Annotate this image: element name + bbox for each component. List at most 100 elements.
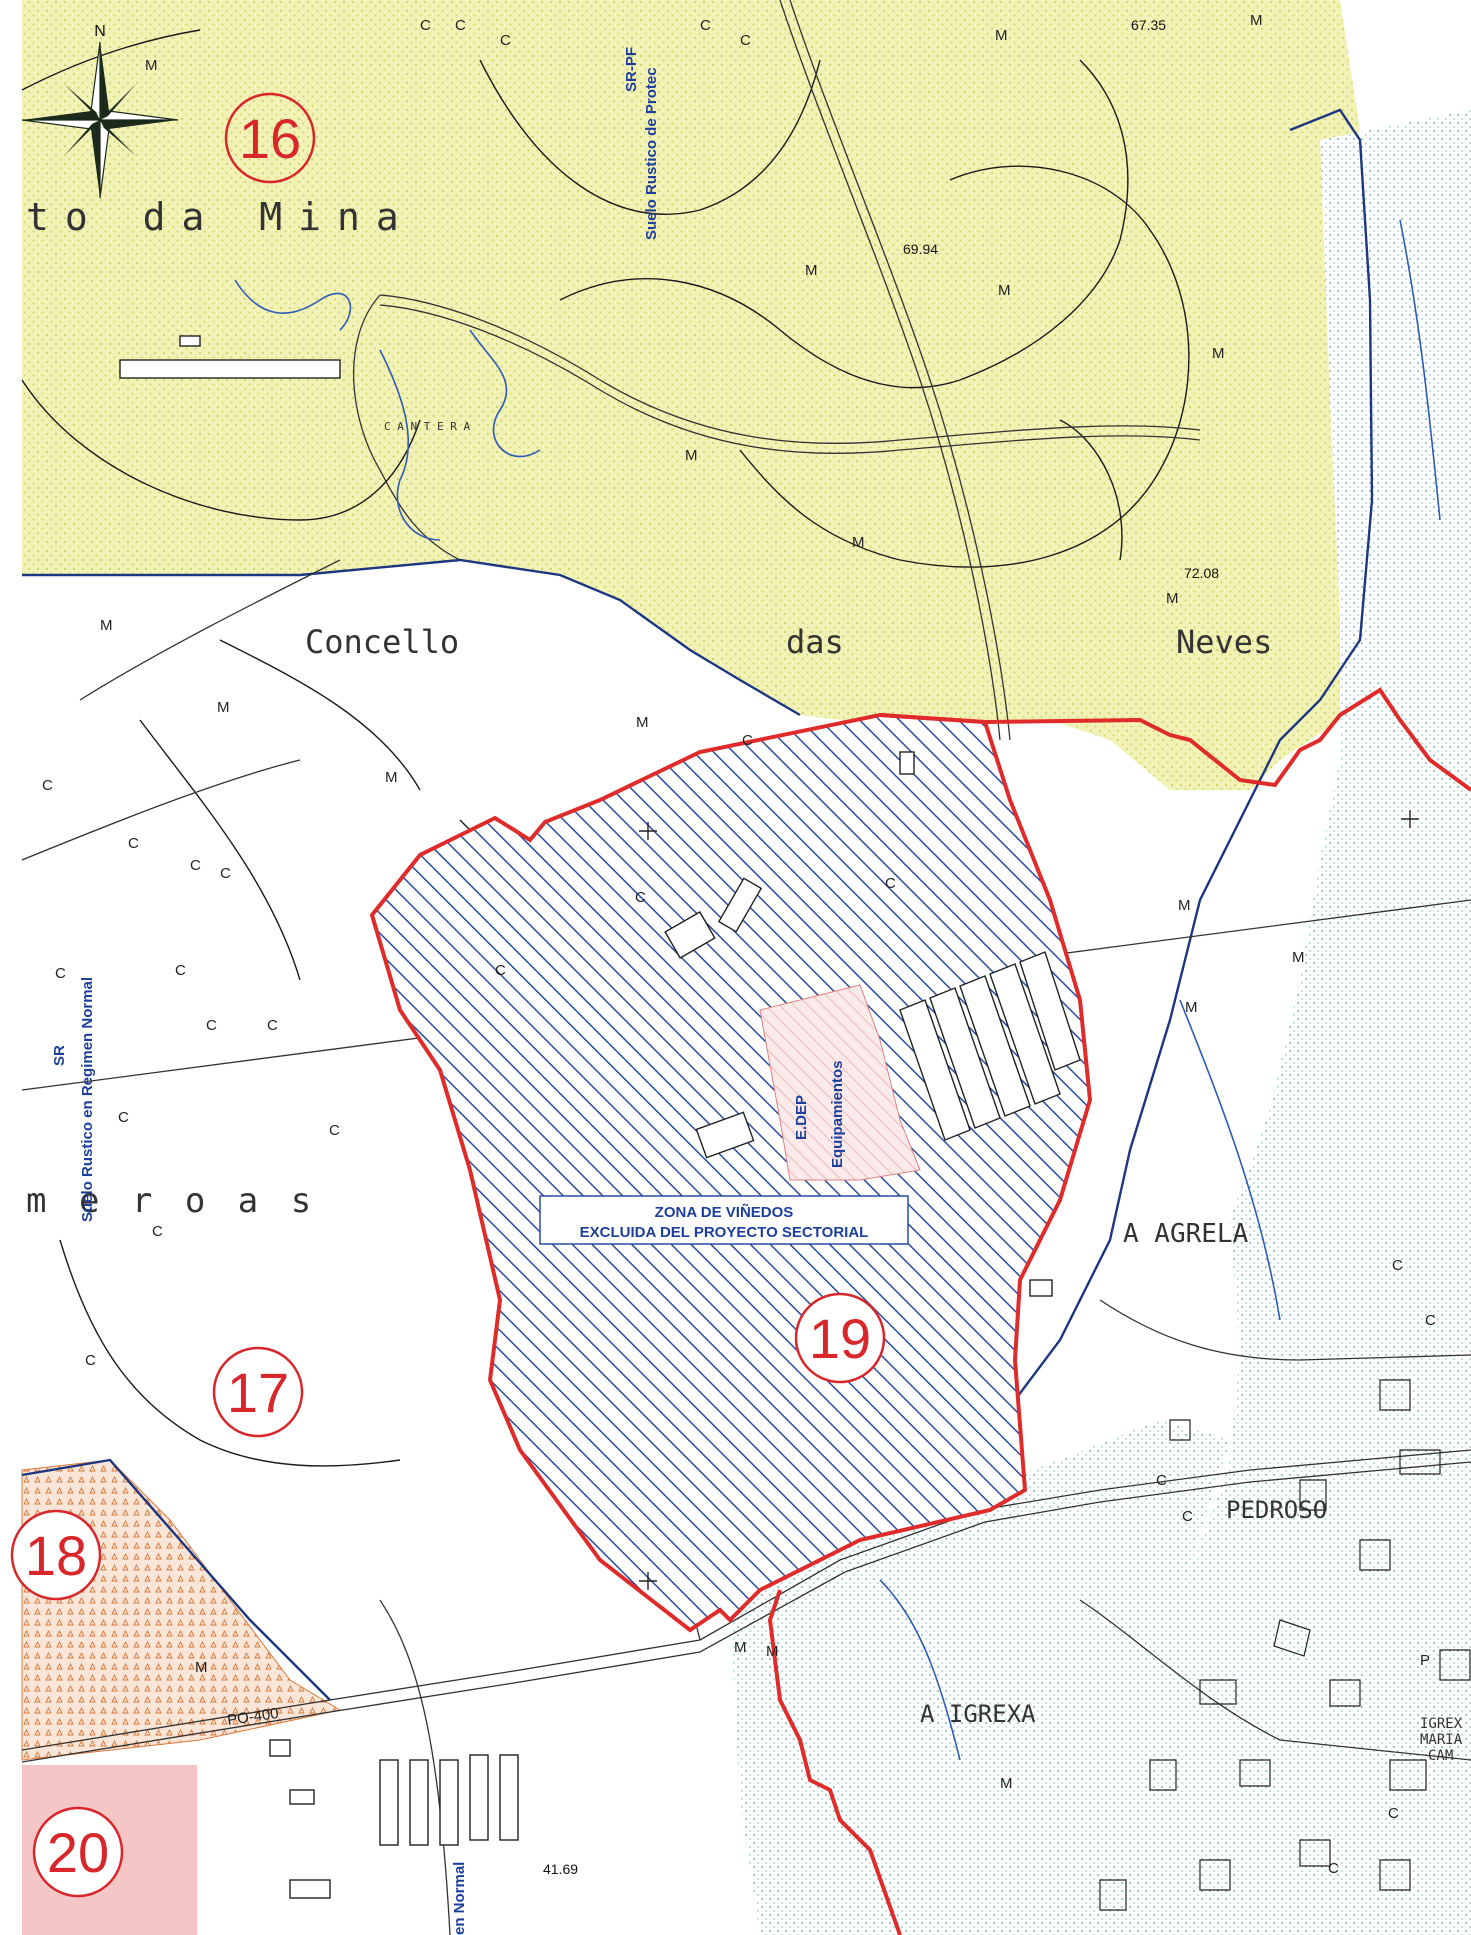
buildings: [119, 335, 1053, 1899]
place-name-neves: Neves: [1176, 623, 1272, 661]
elevation-41-69: 41.69: [543, 1861, 578, 1877]
svg-text:C: C: [1182, 1508, 1193, 1525]
svg-text:M: M: [766, 1643, 779, 1660]
north-arrow-compass: N: [21, 23, 179, 199]
svg-text:M: M: [195, 1659, 208, 1676]
svg-text:C: C: [740, 32, 751, 49]
urban-area-lower: [730, 1420, 1230, 1935]
place-name-das: das: [786, 623, 844, 661]
svg-text:16: 16: [239, 107, 301, 170]
svg-text:C: C: [500, 32, 511, 49]
urban-buildings: [1099, 1379, 1471, 1911]
sr-code: SR: [51, 1045, 68, 1066]
sr-name: Suelo Rustico en Regimen Normal: [79, 977, 96, 1222]
excluded-zone-label: ZONA DE VIÑEDOS EXCLUIDA DEL PROYECTO SE…: [539, 1195, 909, 1245]
edep-name: Equipamientos: [829, 1060, 846, 1168]
svg-text:M: M: [1166, 590, 1179, 607]
svg-text:17: 17: [227, 1361, 289, 1424]
svg-text:M: M: [685, 447, 698, 464]
zone-18-boundary: [21, 1458, 331, 1701]
red-boundary-south: [767, 1589, 902, 1935]
svg-text:C: C: [1388, 1805, 1399, 1822]
place-name-meroas: m e r o a s: [26, 1181, 317, 1221]
zone-20-marker: 20: [32, 1806, 124, 1898]
edep-equipment-area: [759, 984, 921, 1181]
svg-text:C: C: [635, 889, 646, 906]
svg-text:M: M: [217, 699, 230, 716]
place-name-maria: MARIA: [1420, 1732, 1463, 1748]
place-name-pedroso: PEDROSO: [1226, 1496, 1327, 1524]
svg-text:C: C: [329, 1122, 340, 1139]
vineyard-rows: [899, 951, 1081, 1141]
elevation-72-08: 72.08: [1184, 565, 1219, 581]
svg-text:C: C: [85, 1352, 96, 1369]
svg-text:C: C: [1392, 1257, 1403, 1274]
zone-18-marker: 18: [10, 1509, 102, 1601]
sr-pf-name: Suelo Rustico de Protec: [643, 67, 660, 240]
svg-text:C: C: [206, 1017, 217, 1034]
zone-19-hatched-area: [369, 712, 1093, 1633]
zone-16-marker: 16: [224, 92, 316, 184]
svg-text:M: M: [998, 282, 1011, 299]
place-name-concello: Concello: [305, 623, 459, 661]
svg-text:18: 18: [25, 1524, 87, 1587]
svg-text:C: C: [700, 17, 711, 34]
svg-text:M: M: [1250, 12, 1263, 29]
svg-text:M: M: [636, 714, 649, 731]
svg-text:C: C: [885, 875, 896, 892]
svg-text:C: C: [495, 962, 506, 979]
place-name-agrela: A AGRELA: [1123, 1219, 1249, 1249]
svg-text:C: C: [1156, 1472, 1167, 1489]
elevation-67-35: 67.35: [1131, 17, 1166, 33]
rustic-protection-area: [22, 0, 1385, 790]
svg-text:M: M: [1185, 999, 1198, 1016]
edep-code: E.DEP: [793, 1095, 810, 1140]
svg-text:M: M: [1178, 897, 1191, 914]
svg-text:C: C: [1328, 1860, 1339, 1877]
svg-text:M: M: [385, 769, 398, 786]
svg-text:19: 19: [809, 1307, 871, 1370]
svg-text:C: C: [1425, 1312, 1436, 1329]
place-name-cantera: C A N T E R A: [384, 420, 470, 433]
svg-text:ZONA DE VIÑEDOS: ZONA DE VIÑEDOS: [655, 1203, 794, 1221]
zone-19-marker: 19: [794, 1292, 886, 1384]
svg-text:P: P: [1420, 1652, 1430, 1669]
svg-text:20: 20: [47, 1821, 109, 1884]
svg-text:M: M: [734, 1639, 747, 1656]
streams: [234, 219, 1441, 1761]
svg-text:M: M: [805, 262, 818, 279]
svg-text:C: C: [267, 1017, 278, 1034]
sr-bottom-name: en Normal: [451, 1862, 468, 1935]
red-boundary-line: [879, 687, 1471, 792]
svg-text:C: C: [742, 732, 753, 749]
svg-text:C: C: [420, 17, 431, 34]
svg-text:C: C: [42, 777, 53, 794]
municipal-boundary: [22, 558, 801, 717]
place-name-igrex: IGREX: [1420, 1716, 1463, 1732]
svg-text:M: M: [1292, 949, 1305, 966]
svg-text:M: M: [100, 617, 113, 634]
zone-17-marker: 17: [212, 1346, 304, 1438]
place-name-igrexa: A IGREXA: [920, 1700, 1036, 1728]
svg-text:C: C: [55, 965, 66, 982]
svg-text:M: M: [995, 27, 1008, 44]
place-name-cam: CAM: [1428, 1748, 1453, 1764]
parcel-codes: M C C C C C M M M M M M M M M M M M C C …: [42, 12, 1436, 1877]
svg-text:M: M: [145, 57, 158, 74]
svg-text:M: M: [1212, 345, 1225, 362]
svg-text:C: C: [220, 865, 231, 882]
svg-text:C: C: [128, 835, 139, 852]
svg-text:M: M: [1000, 1775, 1013, 1792]
svg-text:M: M: [852, 534, 865, 551]
sr-pf-code: SR-PF: [623, 47, 640, 92]
svg-text:C: C: [152, 1223, 163, 1240]
svg-text:EXCLUIDA DEL PROYECTO SECTORIA: EXCLUIDA DEL PROYECTO SECTORIAL: [580, 1224, 869, 1241]
elevation-crosses: [639, 810, 1419, 1590]
svg-text:C: C: [455, 17, 466, 34]
elevation-69-94: 69.94: [903, 241, 938, 257]
svg-text:C: C: [190, 857, 201, 874]
north-label: N: [94, 23, 106, 40]
place-name-mina: to da Mina: [26, 195, 415, 239]
urban-area-right: [1080, 110, 1471, 1935]
